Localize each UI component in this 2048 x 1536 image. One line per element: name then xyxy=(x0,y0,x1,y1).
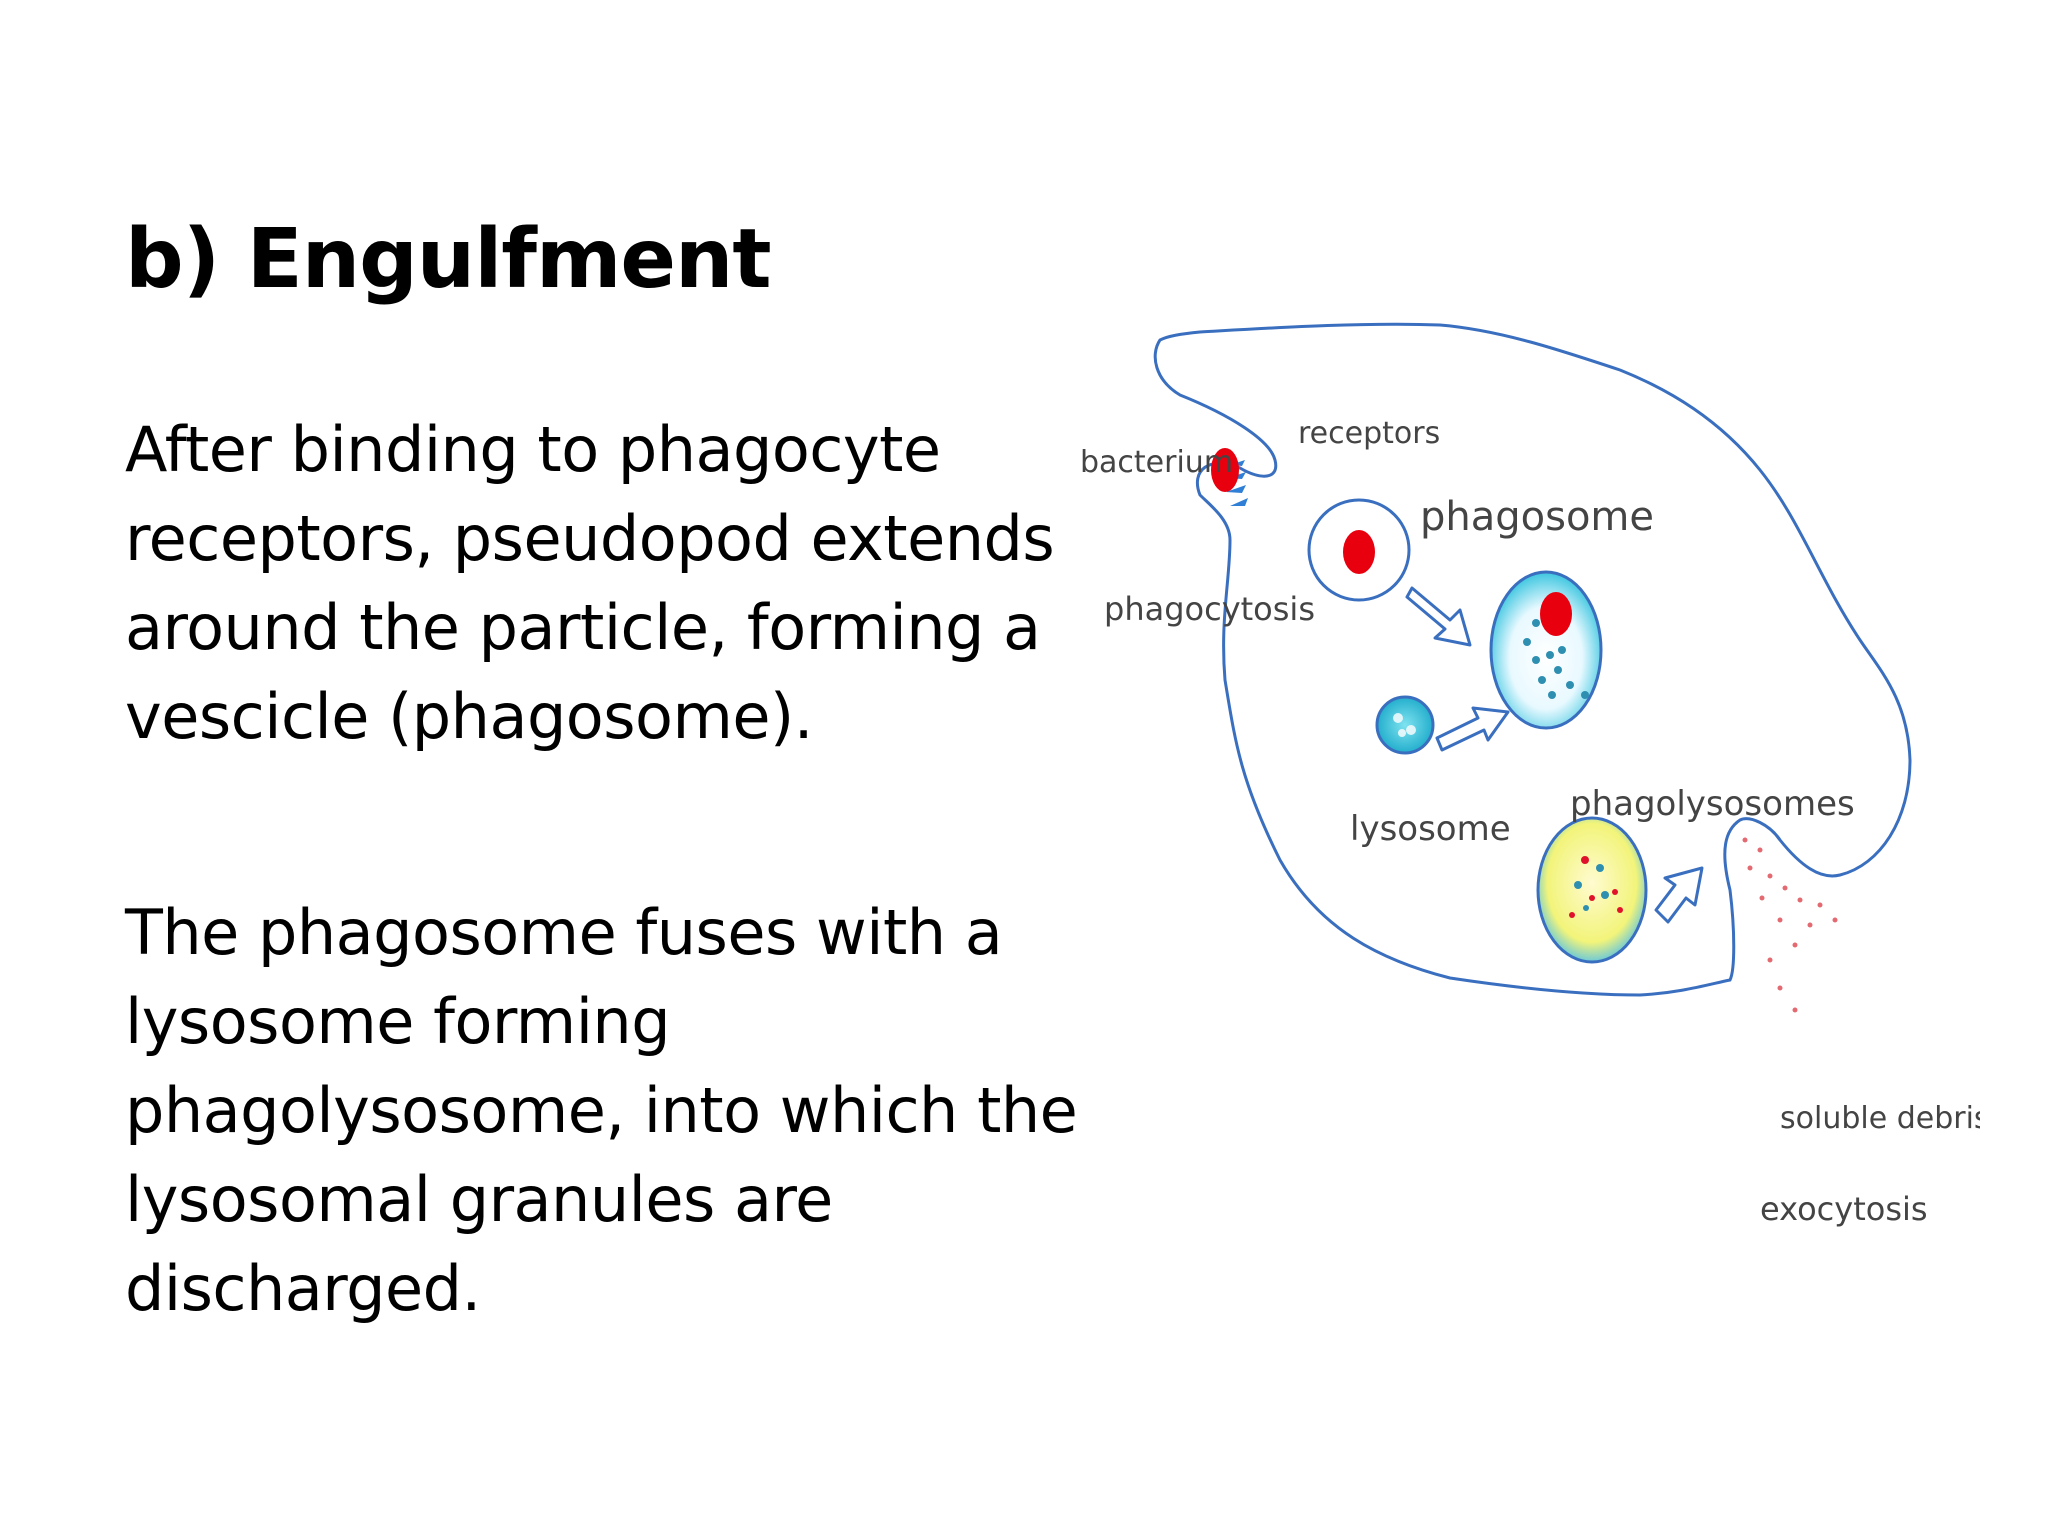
label-phagocytosis: phagocytosis xyxy=(1104,590,1315,628)
label-phagolysosomes: phagolysosomes xyxy=(1570,784,1855,824)
paragraph-line: around the particle, forming a xyxy=(125,591,1041,664)
label-lysosome: lysosome xyxy=(1350,809,1511,849)
arrow-icon xyxy=(1435,706,1510,752)
paragraph-line: phagolysosome, into which the xyxy=(125,1074,1078,1147)
paragraph-line: discharged. xyxy=(125,1252,481,1325)
cell-membrane xyxy=(1153,322,1912,997)
paragraph-line: The phagosome fuses with a xyxy=(125,896,1003,969)
arrow-icon xyxy=(1654,866,1704,924)
phagocytosis-diagram: bacterium receptors phagosome phagocytos… xyxy=(1080,322,1980,1228)
paragraph-line: receptors, pseudopod extends xyxy=(125,502,1055,575)
phagolysosome-icon xyxy=(1489,570,1603,730)
paragraph-line: lysosome forming xyxy=(125,985,671,1058)
label-soluble-debris: soluble debris xyxy=(1780,1101,1980,1136)
paragraph-line: lysosomal granules are xyxy=(125,1163,833,1236)
paragraph-phagolysosome: The phagosome fuses with a lysosome form… xyxy=(125,888,1095,1333)
soluble-debris-icon xyxy=(1742,837,1838,1013)
phagosome-bacterium-icon xyxy=(1343,530,1375,574)
lysosomal-granules-icon xyxy=(1523,619,1589,699)
slide-title: b) Engulfment xyxy=(125,212,772,307)
paragraph-line: vescicle (phagosome). xyxy=(125,680,813,753)
digested-fragments-icon xyxy=(1569,856,1623,918)
label-bacterium: bacterium xyxy=(1080,445,1233,480)
phagolysosome-bacterium-icon xyxy=(1540,592,1572,636)
paragraph-line: After binding to phagocyte xyxy=(125,413,941,486)
label-receptors: receptors xyxy=(1298,416,1440,451)
paragraph-engulfment: After binding to phagocyte receptors, ps… xyxy=(125,405,1095,761)
lysosome-granules-icon xyxy=(1393,713,1416,737)
arrow-icon xyxy=(1405,586,1472,647)
label-phagosome: phagosome xyxy=(1420,494,1654,540)
late-phagolysosome-icon xyxy=(1536,816,1648,964)
label-exocytosis: exocytosis xyxy=(1760,1190,1928,1228)
lysosome-icon xyxy=(1375,695,1435,755)
bacterium-icon xyxy=(1211,448,1239,492)
